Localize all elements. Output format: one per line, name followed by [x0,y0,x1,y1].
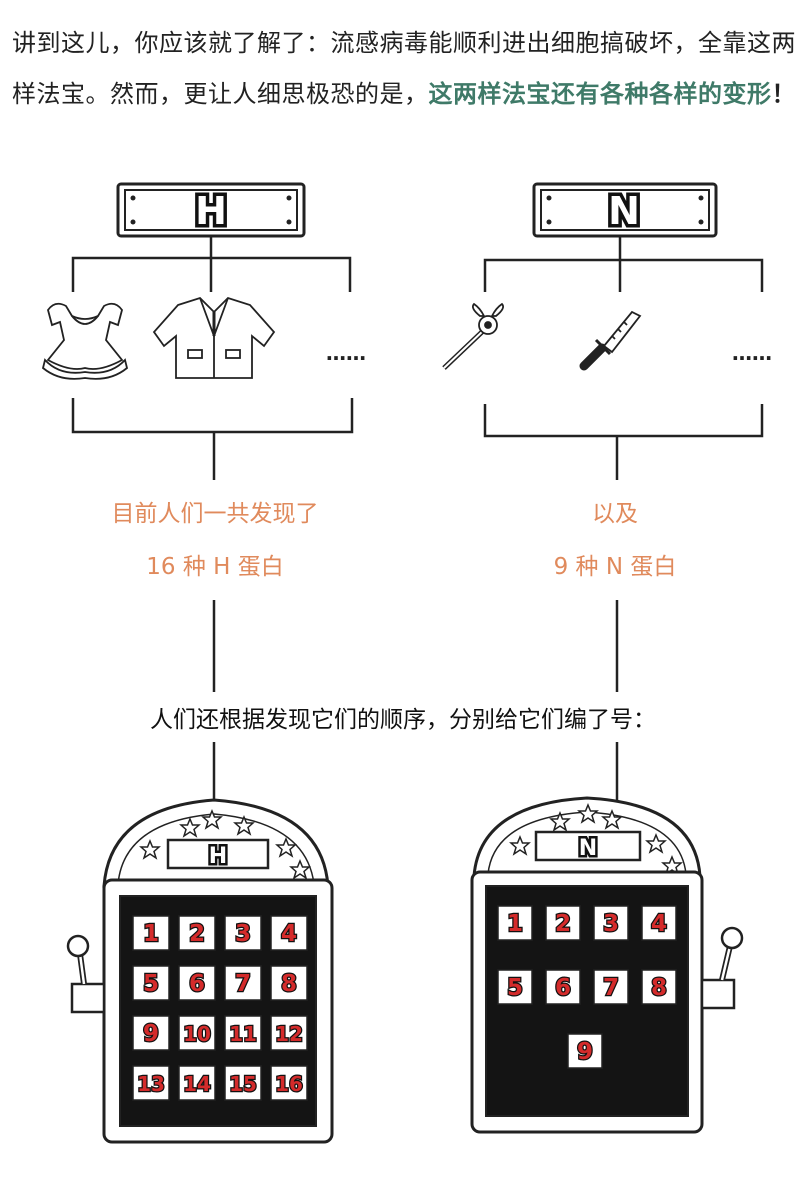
n-tile-2 [545,905,581,941]
h-tile-3 [224,915,262,951]
h-top-bracket [71,236,352,292]
knife-icon [579,310,642,371]
h-sign-label: H [195,189,227,233]
h-tile-6 [178,965,216,1001]
h-count-line1: 目前人们一共发现了 [111,501,319,527]
n-tile-7 [593,969,629,1005]
h-tile-12 [270,1015,308,1051]
h-tile-16 [270,1065,308,1101]
n-tile-4 [641,905,677,941]
n-tile-number-1: 1 [507,911,523,937]
h-tile-2 [178,915,216,951]
h-tile-number-8: 8 [281,971,297,997]
intro-paragraph: 讲到这儿，你应该就了解了：流感病毒能顺利进出细胞搞破坏，全靠这两样法宝。然而，更… [12,18,802,120]
h-tile-15 [224,1065,262,1101]
n-tile-number-3: 3 [603,911,619,937]
h-tile-number-7: 7 [235,971,251,997]
h-tile-11 [224,1015,262,1051]
h-count-line2: 16 种 H 蛋白 [146,554,284,580]
h-tile-7 [224,965,262,1001]
n-count-line1: 以及 [592,501,638,527]
h-tile-number-10: 10 [183,1022,211,1046]
n-tile-number-5: 5 [507,975,523,1001]
h-sign: H [116,182,306,238]
n-tile-number-6: 6 [555,975,571,1001]
intro-highlight: 这两样法宝还有各种各样的变形 [428,80,772,108]
h-tile-13 [132,1065,170,1101]
n-tile-number-8: 8 [651,975,667,1001]
n-tile-3 [593,905,629,941]
h-tile-number-5: 5 [143,971,159,997]
numbering-caption: 人们还根据发现它们的顺序，分别给它们编了号： [150,707,656,733]
n-sign-label: N [608,189,640,233]
h-tile-1 [132,915,170,951]
h-tile-number-12: 12 [275,1022,303,1046]
jacket-icon [152,296,276,379]
n-tile-5 [497,969,533,1005]
h-tile-number-15: 15 [229,1072,257,1096]
h-tile-number-4: 4 [281,921,297,947]
h-tile-10 [178,1015,216,1051]
h-tile-9 [132,1015,170,1051]
n-more-dots: …… [732,341,772,365]
h-tile-number-2: 2 [189,921,205,947]
n-top-bracket [483,236,764,292]
n-tile-6 [545,969,581,1005]
h-tile-number-1: 1 [143,921,159,947]
n-tile-1 [497,905,533,941]
h-tile-number-3: 3 [235,921,251,947]
h-tile-number-14: 14 [183,1072,211,1096]
n-tile-number-9: 9 [577,1039,593,1065]
h-bottom-bracket [71,398,354,480]
n-tile-9 [567,1033,603,1069]
h-tile-number-11: 11 [229,1022,257,1046]
magic-wand-icon [442,302,505,370]
n-sign: N [532,182,718,238]
h-more-dots: …… [326,341,366,365]
h-machine-sign: H [209,844,227,869]
n-number-grid: 1 2 3 4 5 6 7 8 9 [497,905,677,1069]
h-tile-number-6: 6 [189,971,205,997]
n-tile-number-7: 7 [603,975,619,1001]
dress-icon [41,302,129,380]
h-tile-5 [132,965,170,1001]
n-tile-number-4: 4 [651,911,667,937]
h-tile-14 [178,1065,216,1101]
h-tile-number-16: 16 [275,1072,303,1096]
n-machine-sign: N [579,836,597,861]
n-count-line2: 9 种 N 蛋白 [553,554,677,580]
h-tile-number-13: 13 [137,1072,165,1096]
h-tile-4 [270,915,308,951]
intro-text: 讲到这儿，你应该就了解了：流感病毒能顺利进出细胞搞破坏，全靠这两样法宝。然而，更… [12,29,796,108]
h-tile-8 [270,965,308,1001]
n-slot-machine: N 1 2 3 4 5 6 7 8 9 [470,796,744,1134]
n-tile-number-2: 2 [555,911,571,937]
n-tile-8 [641,969,677,1005]
n-bottom-bracket [483,404,764,480]
h-tile-number-9: 9 [143,1021,159,1047]
intro-end: ！ [771,80,796,108]
